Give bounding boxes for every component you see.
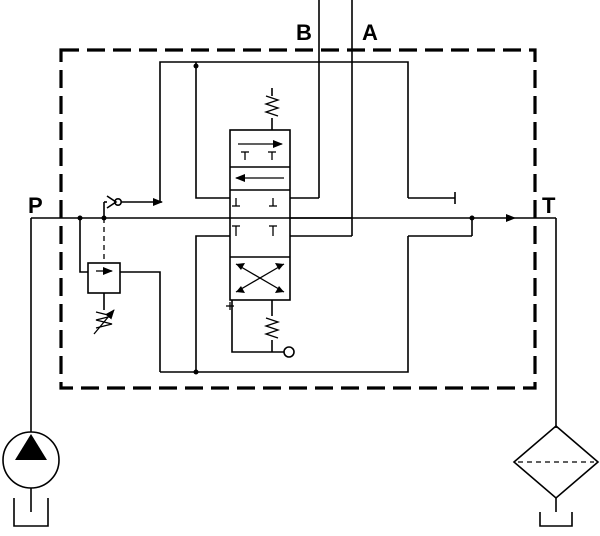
check-valve-icon [103,195,163,218]
port-p-label: P [28,193,43,218]
filter-icon [512,424,600,527]
port-t-label: T [542,193,556,218]
valve-supply-lines [159,61,456,204]
bottom-spring-icon [231,300,295,358]
port-a-label: A [362,20,378,45]
valve-return-lines [160,218,473,375]
spring-icon [263,88,281,130]
pressure-relief-valve-icon [79,218,161,372]
port-b-label: B [296,20,312,45]
pump-icon [2,431,60,527]
directional-valve-icon [226,129,291,310]
assembly-boundary [59,48,537,390]
work-port-lines [290,0,353,237]
